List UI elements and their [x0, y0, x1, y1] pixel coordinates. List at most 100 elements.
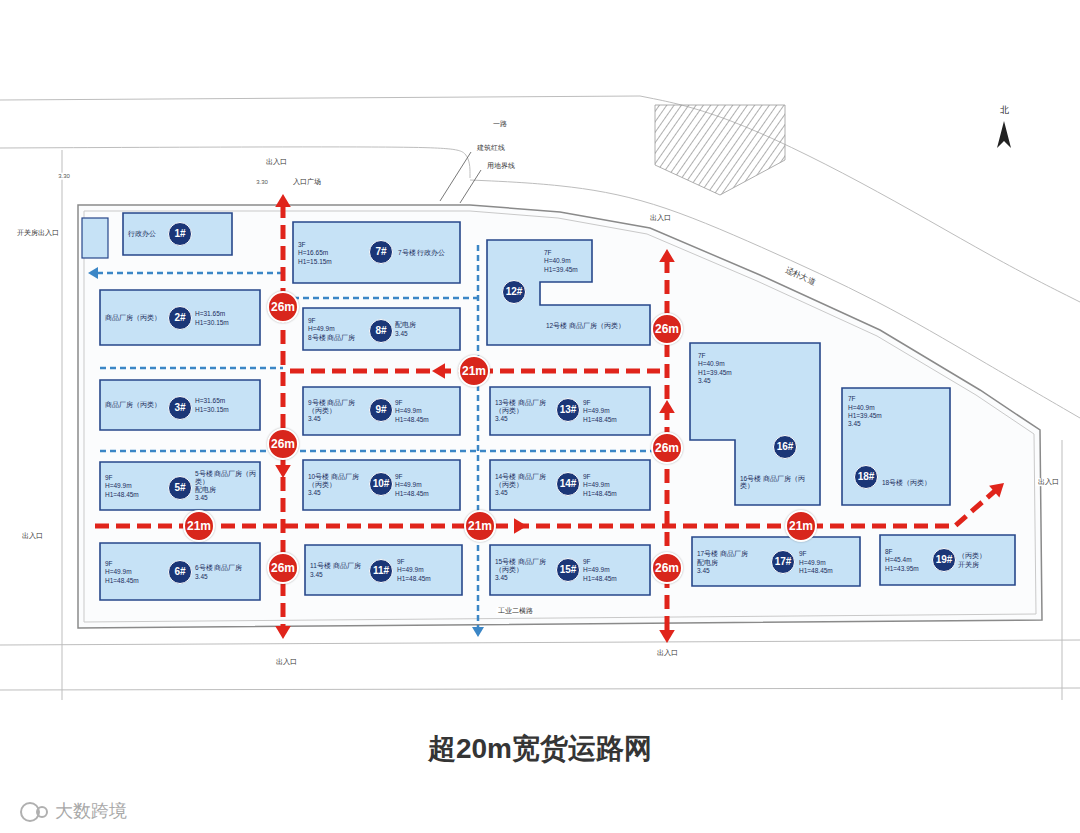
building-number: 14# — [556, 472, 580, 496]
road-width-marker: 26m — [267, 291, 299, 323]
building-number-text: 13# — [560, 405, 577, 415]
building-footprint — [690, 343, 820, 505]
building-text-block: 配电房3.45 — [395, 312, 457, 346]
building-note: H1=48.45m — [397, 575, 431, 582]
building-text-block: 5号楼 商品厂房（丙类）配电房3.45 — [195, 466, 257, 506]
building-number: 8# — [369, 319, 393, 343]
building-number: 1# — [168, 222, 192, 246]
entrance-label: 出入口 — [265, 158, 288, 166]
building-number-text: 19# — [936, 555, 953, 565]
plaza-label: 入口广场 — [292, 178, 322, 186]
building-text-block: H=31.65mH1=30.15m — [195, 384, 257, 426]
building-text-block: 9FH=49.9mH1=48.45m — [583, 464, 647, 506]
factory-building: 14号楼 商品厂房（丙类）3.459FH=49.9mH1=48.45m14# — [490, 460, 650, 510]
building-number-text: 2# — [174, 313, 185, 323]
building-note: 3.45 — [310, 571, 323, 578]
building-text-block: 8FH=45.4mH1=43.95m — [885, 539, 931, 581]
red-arrowhead — [659, 400, 675, 413]
building-number-text: 1# — [174, 229, 185, 239]
building-text-block: 7FH=40.9mH1=39.45m3.45 — [848, 393, 944, 430]
building-note: 9F — [583, 473, 591, 480]
blue-dashed-road — [283, 297, 480, 300]
building-note: H1=48.45m — [395, 490, 429, 497]
road-width-marker: 26m — [651, 432, 683, 464]
building-text-block: 商品厂房（丙类） — [105, 296, 167, 340]
factory-building: 9号楼 商品厂房（丙类）3.459FH=49.9mH1=48.45m9# — [303, 387, 460, 435]
factory-building: 商品厂房（丙类）H=31.65mH1=30.15m2# — [100, 290, 260, 345]
building-note: 7F — [544, 249, 552, 256]
building-note: H=49.9m — [397, 566, 424, 573]
building-note: 18号楼（丙类） — [882, 479, 931, 486]
factory-building: 7FH=40.9mH1=39.45m3.4518号楼（丙类）18# — [842, 388, 950, 505]
building-note: 9F — [308, 317, 316, 324]
building-note: 3.45 — [848, 420, 861, 427]
building-note: 9F — [395, 473, 403, 480]
entrance-label: 出入口 — [21, 532, 44, 540]
building-text-block: 3FH=16.65mH1=15.15m — [298, 228, 350, 278]
road-width-marker: 26m — [267, 428, 299, 460]
building-text-block: 9FH=49.9mH1=48.45m — [799, 543, 857, 582]
building-note: 9F — [395, 399, 403, 406]
building-number: 5# — [168, 476, 192, 500]
building-number-text: 5# — [174, 483, 185, 493]
building-footprint — [100, 290, 260, 345]
site-boundary — [78, 205, 1042, 628]
building-note: 3.45 — [195, 494, 208, 501]
factory-building: 9FH=49.9m8号楼 商品厂房配电房3.458# — [303, 308, 460, 350]
building-note: H=49.9m — [308, 325, 335, 332]
building-note: 3F — [298, 241, 306, 248]
red-arrowhead — [275, 194, 291, 207]
building-note: 3.45 — [308, 489, 321, 496]
building-note: 开关房 — [958, 561, 979, 568]
road-width-text: 26m — [271, 301, 295, 313]
building-note: 行政办公 — [128, 230, 156, 237]
north-arrow — [997, 121, 1011, 148]
building-text-block: 18号楼（丙类） — [882, 466, 946, 500]
elevation-label: 3.30 — [57, 173, 71, 180]
building-text-block: 9FH=49.9mH1=48.45m — [395, 464, 457, 506]
building-footprint — [487, 240, 650, 345]
red-arrowhead — [275, 465, 291, 478]
building-note: 9F — [583, 399, 591, 406]
building-footprint — [100, 543, 260, 600]
building-text-block: （丙类）开关房 — [958, 539, 1012, 581]
building-number: 6# — [168, 560, 192, 584]
hatched-area — [655, 105, 785, 195]
road-width-marker: 21m — [785, 510, 817, 542]
red-arrowhead — [514, 518, 527, 534]
building-note: 12号楼 商品厂房（丙类） — [546, 322, 625, 329]
factory-building: 17号楼 商品厂房配电房3.459FH=49.9mH1=48.45m17# — [692, 537, 860, 586]
building-note: H1=30.15m — [195, 406, 229, 413]
building-note: 3.45 — [698, 377, 711, 384]
building-text-block: 7FH=40.9mH1=39.45m3.45 — [698, 349, 814, 387]
building-note: 7F — [848, 395, 856, 402]
factory-building: 9FH=49.9mH1=48.45m6号楼 商品厂房3.456# — [100, 543, 260, 600]
building-number-text: 6# — [174, 567, 185, 577]
building-note: H1=48.45m — [105, 577, 139, 584]
watermark: 大数跨境 — [54, 802, 128, 822]
building-note: H1=48.45m — [583, 575, 617, 582]
red-arrowhead — [659, 630, 675, 643]
building-note: 商品厂房（丙类） — [105, 401, 161, 408]
road-width-text: 26m — [655, 562, 679, 574]
building-note: 11号楼 商品厂房 — [310, 562, 361, 569]
building-footprint — [305, 545, 462, 595]
building-note: 商品厂房（丙类） — [105, 314, 161, 321]
building-text-block: 13号楼 商品厂房（丙类）3.45 — [495, 391, 555, 431]
building-text-block: 9FH=49.9mH1=48.45m — [105, 548, 167, 596]
building-number: 7# — [369, 240, 393, 264]
compass-label: 北 — [999, 106, 1010, 116]
building-footprint — [303, 387, 460, 435]
leader-line — [460, 170, 481, 203]
road-width-text: 21m — [789, 520, 813, 532]
building-footprint — [100, 462, 260, 510]
building-note: 14号楼 商品厂房（丙类） — [495, 473, 555, 488]
elevation-label: 3.30 — [255, 179, 269, 186]
building-note: 3.45 — [495, 574, 508, 581]
building-note: H1=43.95m — [885, 565, 919, 572]
building-footprint — [303, 308, 460, 350]
building-note: 9F — [799, 550, 807, 557]
building-text-block: 10号楼 商品厂房（丙类）3.45 — [308, 464, 368, 506]
building-note: H1=15.15m — [298, 258, 332, 265]
building-note: H1=48.45m — [583, 490, 617, 497]
